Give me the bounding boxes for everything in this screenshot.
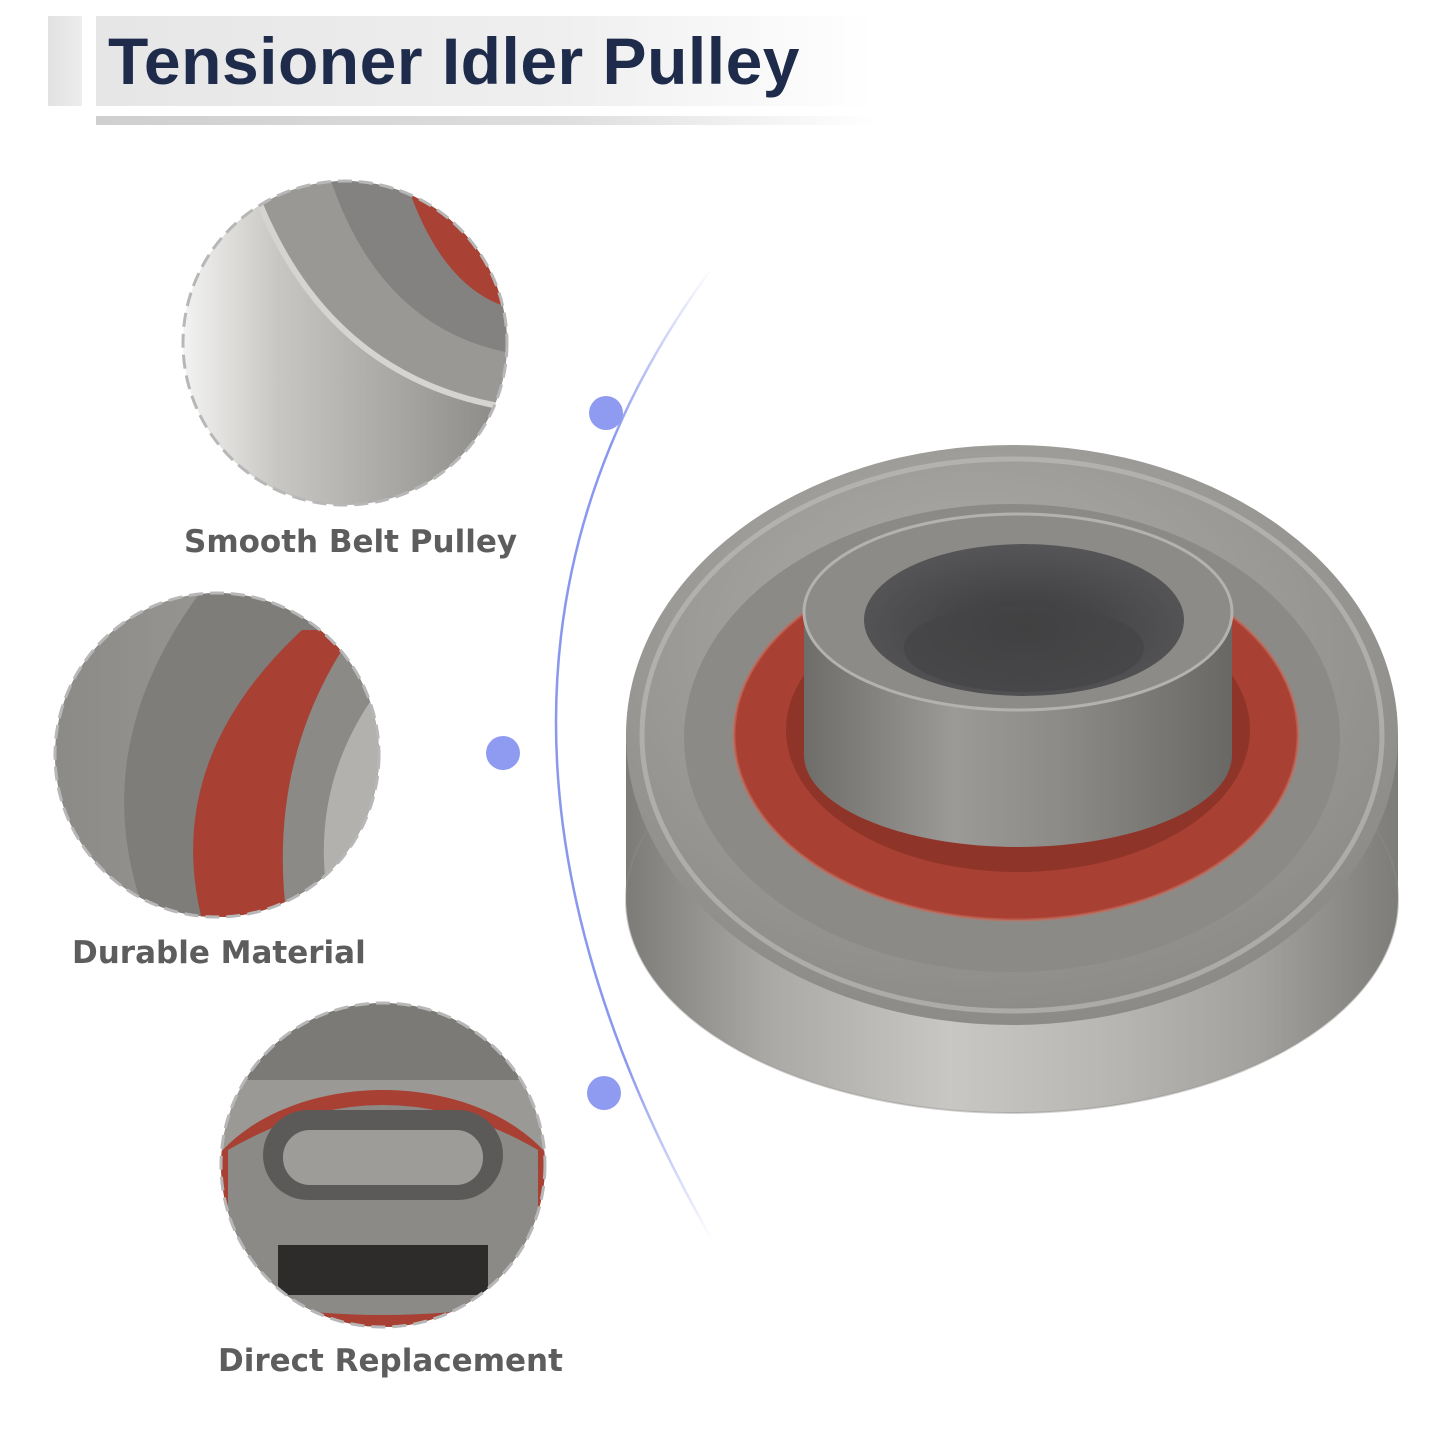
- connector-dot-3: [587, 1076, 621, 1110]
- connector-line: [554, 267, 714, 1241]
- thumb-smooth-belt-pulley: [181, 179, 509, 507]
- connector-dot-2: [486, 736, 520, 770]
- feature-label-smooth-belt-pulley: Smooth Belt Pulley: [184, 524, 518, 560]
- thumb-durable-material: [53, 591, 381, 919]
- feature-label-direct-replacement: Direct Replacement: [218, 1343, 563, 1379]
- feature-label-durable-material: Durable Material: [72, 935, 366, 971]
- title-band: [96, 16, 876, 106]
- title-underline: [96, 116, 876, 125]
- connector-dot-1: [589, 396, 623, 430]
- page-title: Tensioner Idler Pulley: [108, 24, 800, 98]
- thumb-direct-replacement: [219, 1001, 547, 1329]
- title-accent-block: [48, 16, 82, 106]
